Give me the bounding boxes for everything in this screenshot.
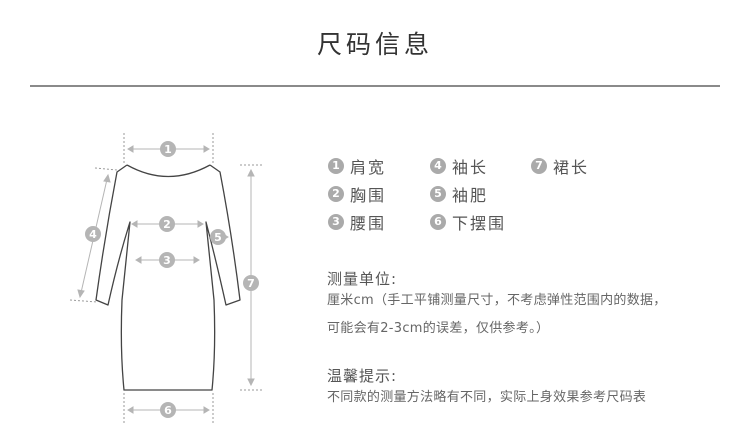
svg-text:1: 1: [164, 143, 172, 156]
tip-title: 温馨提示:: [327, 367, 398, 385]
legend-item-6: 6 下摆围: [430, 212, 507, 233]
guide-lines: [69, 133, 262, 425]
marker-1: 1: [160, 141, 176, 157]
unit-description: 厘米cm（手工平铺测量尺寸，不考虑弹性范围内的数据， 可能会有2-3cm的误差，…: [327, 287, 727, 343]
legend-label: 肩宽: [350, 158, 387, 177]
dress-size-diagram: 1 2 3 4 5 6 7: [69, 133, 262, 425]
marker-3: 3: [159, 252, 175, 268]
legend-label: 袖肥: [452, 186, 489, 205]
svg-text:4: 4: [89, 228, 97, 241]
svg-text:6: 6: [164, 404, 172, 417]
unit-line-2: 可能会有2-3cm的误差，仅供参考。）: [327, 321, 550, 336]
legend-label: 胸围: [350, 186, 387, 205]
dress-outline: [95, 164, 241, 391]
legend-number: 5: [430, 186, 446, 202]
marker-2: 2: [159, 216, 175, 232]
legend-number: 6: [430, 214, 446, 230]
legend-number: 1: [328, 158, 344, 174]
svg-text:7: 7: [247, 277, 255, 290]
legend-item-4: 4 袖长: [430, 156, 489, 177]
legend-label: 下摆围: [452, 214, 507, 233]
legend-item-1: 1 肩宽: [328, 156, 387, 177]
legend-number: 7: [531, 158, 547, 174]
legend-item-7: 7 裙长: [531, 156, 590, 177]
legend-number: 3: [328, 214, 344, 230]
legend-label: 腰围: [350, 214, 387, 233]
marker-4: 4: [85, 226, 101, 242]
svg-text:3: 3: [163, 254, 171, 267]
marker-6: 6: [160, 402, 176, 418]
unit-line-1: 厘米cm（手工平铺测量尺寸，不考虑弹性范围内的数据，: [327, 293, 667, 308]
legend-item-2: 2 胸围: [328, 184, 387, 205]
measure-lines: [77, 145, 255, 414]
legend-number: 4: [430, 158, 446, 174]
legend-number: 2: [328, 186, 344, 202]
legend-label: 袖长: [452, 158, 489, 177]
legend-label: 裙长: [553, 158, 590, 177]
marker-7: 7: [243, 275, 259, 291]
svg-text:5: 5: [214, 231, 222, 244]
legend-item-5: 5 袖肥: [430, 184, 489, 205]
title-divider: [30, 85, 720, 87]
tip-text: 不同款的测量方法略有不同，实际上身效果参考尺码表: [327, 390, 647, 405]
legend-item-3: 3 腰围: [328, 212, 387, 233]
measure-markers: 1 2 3 4 5 6 7: [85, 141, 259, 418]
unit-title: 测量单位:: [327, 270, 398, 288]
page-title: 尺码信息: [316, 30, 433, 59]
svg-text:2: 2: [163, 218, 171, 231]
marker-5: 5: [210, 229, 226, 245]
